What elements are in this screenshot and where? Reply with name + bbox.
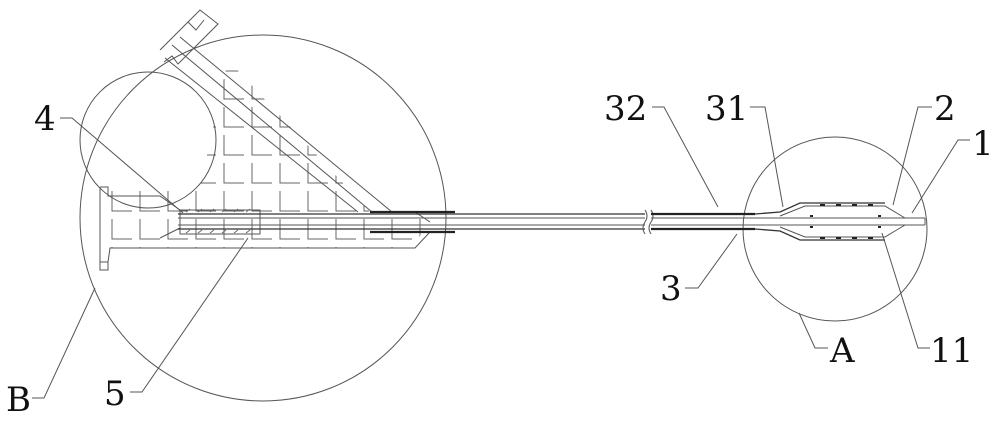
label-31: 31 <box>705 89 748 129</box>
label-2: 2 <box>934 89 956 129</box>
label-1: 1 <box>972 124 994 164</box>
label-11: 11 <box>930 331 973 371</box>
label-32: 32 <box>604 89 647 129</box>
detail-circle-a <box>743 137 927 321</box>
label-3: 3 <box>660 269 682 309</box>
label-b: B <box>6 380 31 420</box>
label-5: 5 <box>104 374 126 414</box>
label-4: 4 <box>34 99 56 139</box>
label-a: A <box>829 331 855 371</box>
